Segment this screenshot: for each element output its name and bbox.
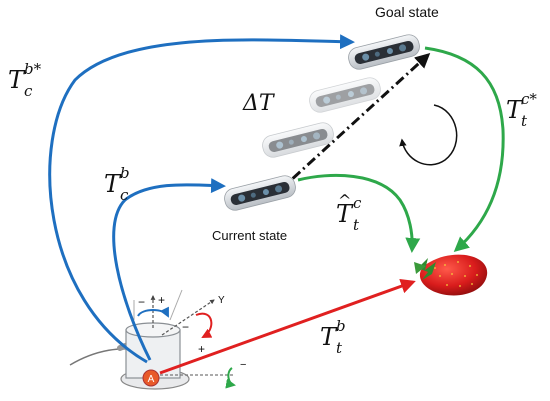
axis-minus-bottom: − [240, 359, 246, 371]
strawberry-icon [414, 254, 488, 296]
depth-camera-icon-current [221, 173, 299, 213]
svg-text:T: T [506, 96, 524, 124]
transform-arrows [48, 34, 505, 375]
trajectory-delta-t [276, 52, 431, 194]
yaw-rotation-icon [137, 306, 169, 318]
arrow-base-to-goal [48, 34, 355, 364]
label-T-c-b-star: T b* c [8, 60, 42, 100]
svg-text:t: t [353, 216, 360, 234]
axis-plus-mid: + [198, 342, 205, 356]
rotation-arrow-icon [399, 104, 458, 166]
svg-text:c: c [353, 194, 362, 212]
arrow-goal-to-target [424, 46, 505, 252]
depth-camera-icon-intermediate-2 [259, 120, 337, 160]
goal-state-label: Goal state [375, 4, 439, 20]
svg-text:b: b [336, 317, 346, 335]
svg-text:^: ^ [338, 191, 351, 210]
svg-text:t: t [336, 339, 343, 357]
roll-rotation-icon [225, 367, 236, 389]
depth-camera-icon-goal [345, 32, 423, 72]
svg-text:T: T [104, 170, 122, 198]
arrow-base-to-current [112, 178, 226, 361]
svg-text:c: c [120, 186, 129, 204]
robot-axes: Y − + − + − [137, 293, 246, 389]
svg-text:T: T [336, 200, 354, 228]
robot-base-label: A [148, 374, 155, 385]
label-T-c-b: T b c [104, 164, 130, 204]
arrow-base-to-target [159, 279, 416, 375]
axis-y-label: Y [218, 295, 225, 306]
svg-text:b: b [120, 164, 130, 182]
svg-text:T: T [8, 66, 26, 94]
current-state-label: Current state [212, 228, 287, 243]
svg-text:c: c [24, 82, 33, 100]
axis-minus-top: − [138, 295, 145, 309]
pitch-rotation-icon [195, 312, 213, 338]
axis-minus-mid: − [182, 320, 189, 334]
label-T-hat-t-c: T ^ c t [336, 191, 362, 234]
svg-text:t: t [521, 112, 528, 130]
arrow-current-to-target [297, 173, 421, 253]
label-T-t-b: T b t [320, 317, 346, 357]
svg-text:ΔT: ΔT [242, 91, 276, 116]
svg-text:T: T [320, 323, 338, 351]
axis-plus-top: + [158, 293, 165, 307]
label-T-t-c-star: T c* t [506, 90, 537, 130]
svg-text:b*: b* [24, 60, 42, 78]
label-delta-T: ΔT [242, 91, 276, 116]
svg-text:c*: c* [521, 90, 537, 108]
